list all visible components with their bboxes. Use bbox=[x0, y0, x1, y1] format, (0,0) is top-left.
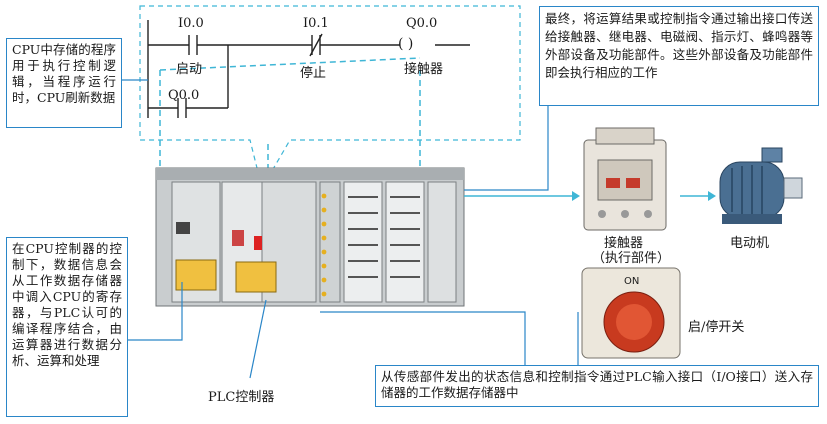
motor-label: 电动机 bbox=[730, 236, 770, 251]
plc-label: PLC控制器 bbox=[208, 390, 275, 405]
leader-lines bbox=[122, 79, 579, 379]
cpu-program-note: CPU中存储的程序用于执行控制逻辑，当程序运行时，CPU刷新数据 bbox=[6, 38, 122, 128]
coil-label: 接触器 bbox=[404, 62, 444, 77]
motor-arrow-head bbox=[708, 191, 716, 201]
coil-address: Q0.0 bbox=[406, 16, 438, 31]
contact-stop-slash bbox=[309, 33, 323, 57]
ladder-callout-frame bbox=[139, 5, 521, 190]
ladder-diagram bbox=[147, 20, 470, 118]
input-note: 从传感部件发出的状态信息和控制指令通过PLC输入接口（I/O接口）送入存储器的工… bbox=[375, 365, 819, 407]
contactor-drawing bbox=[583, 127, 667, 231]
plc-controller-drawing bbox=[155, 167, 465, 307]
register-note: 在CPU控制器的控制下，数据信息会从工作数据存储器中调入CPU的寄存器，与PLC… bbox=[6, 237, 128, 417]
switch-on-label: ON bbox=[624, 276, 640, 287]
contact-hold-address: Q0.0 bbox=[168, 88, 200, 103]
contactor-role-label: （执行部件） bbox=[592, 251, 671, 266]
output-note: 最终，将运算结果或控制指令通过输出接口传送给接触器、继电器、电磁阀、指示灯、蜂鸣… bbox=[539, 6, 819, 106]
motor-drawing bbox=[719, 147, 803, 224]
switch-label: 启/停开关 bbox=[688, 320, 745, 335]
contact-start-label: 启动 bbox=[176, 62, 203, 77]
contact-stop-address: I0.1 bbox=[303, 16, 329, 31]
output-arrow-head bbox=[572, 191, 580, 201]
coil-symbol: ( ) bbox=[398, 36, 414, 52]
contact-stop-label: 停止 bbox=[300, 66, 327, 81]
contactor-label: 接触器 bbox=[604, 236, 644, 251]
contact-start-address: I0.0 bbox=[178, 16, 204, 31]
switch-drawing bbox=[581, 267, 681, 359]
